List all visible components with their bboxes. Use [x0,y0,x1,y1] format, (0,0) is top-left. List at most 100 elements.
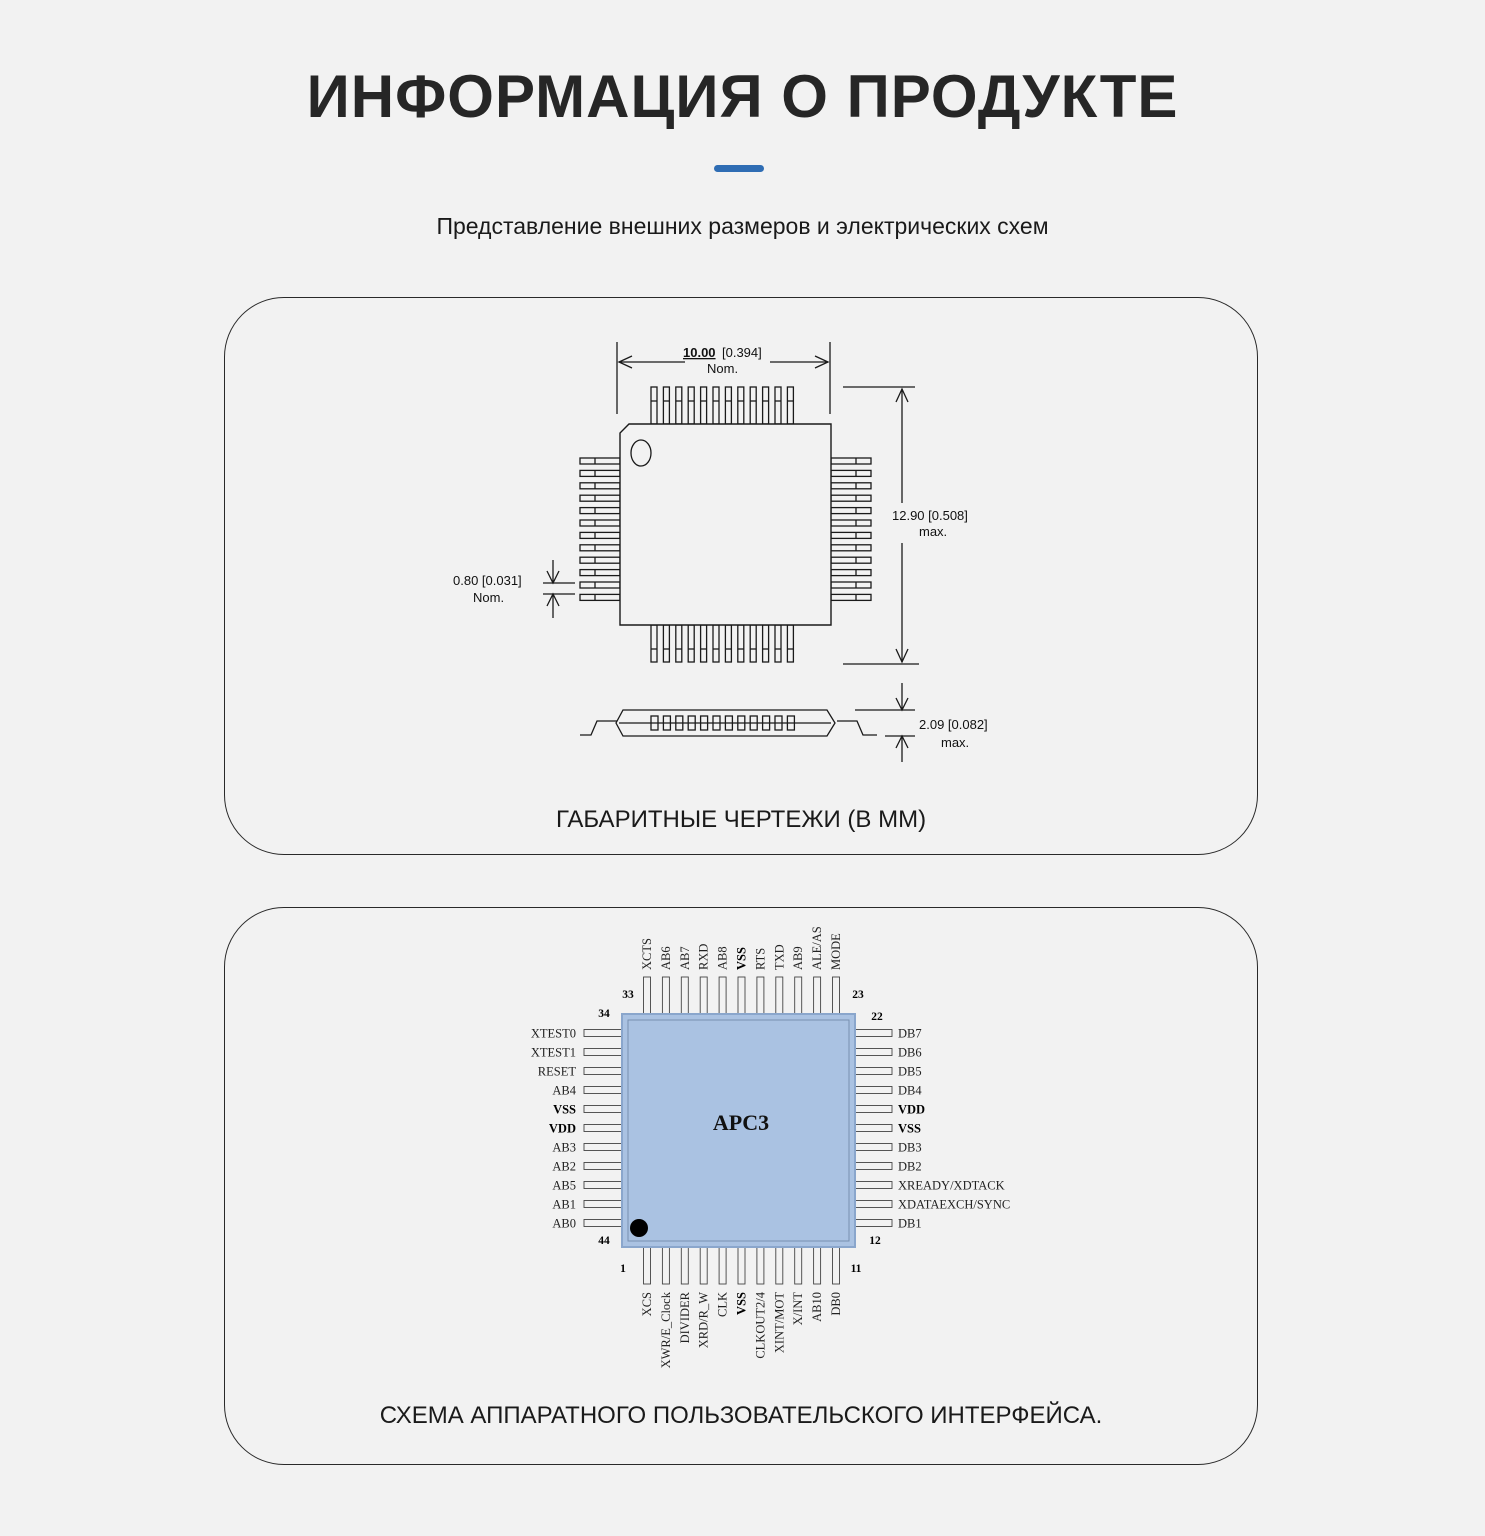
right-pin-label: VDD [898,1103,925,1117]
bottom-pin-label: XWR/E_Clock [659,1291,673,1368]
top-lead [662,386,671,425]
side-lead [761,715,771,731]
bottom-pin-lead [832,1246,840,1285]
bottom-lead [761,624,770,663]
left-lead [579,544,621,552]
height-value: 12.90 [0.508] [892,508,968,523]
top-pin-lead [699,976,708,1015]
right-lead [830,519,872,527]
bottom-lead [650,624,658,663]
top-lead [699,386,708,425]
height-note: max. [919,524,947,539]
right-pin-lead [854,1143,893,1151]
right-pin-label: DB5 [898,1065,922,1079]
pin-number-22: 22 [871,1011,883,1023]
top-pin-lead [737,976,746,1015]
left-lead [579,519,621,527]
side-lead [675,715,684,731]
bottom-lead [749,624,757,663]
left-pin-lead [583,1086,623,1094]
top-pin-lead [718,976,727,1015]
side-lead [749,715,758,731]
left-pin-lead [583,1048,623,1056]
bottom-pin-label: XINT/MOT [772,1292,786,1353]
top-pin-label: AB8 [716,946,730,970]
bottom-lead [712,624,720,663]
left-lead [579,482,621,490]
page-subtitle: Представление внешних размеров и электри… [436,213,1049,239]
bottom-lead [699,624,708,663]
title-accent-bar [714,165,764,172]
right-pin-lead [854,1086,893,1094]
right-lead [830,544,872,552]
right-pin-lead [854,1162,893,1170]
left-lead [579,494,621,502]
bottom-pin-label: DIVIDER [678,1291,692,1343]
left-lead [579,457,621,465]
top-lead [675,386,683,425]
width-inch: [0.394] [722,345,762,360]
right-pin-label: DB6 [898,1046,922,1060]
left-lead [579,568,621,577]
right-lead [830,469,872,478]
bottom-pin-label: VSS [735,1292,749,1315]
top-pin-label: MODE [829,933,843,970]
top-pin-lead [813,976,822,1015]
top-lead [737,386,745,425]
left-leads [579,457,621,602]
bottom-lead [774,624,782,663]
left-pin-label: AB5 [552,1179,576,1193]
bottom-pin-label: CLKOUT2/4 [753,1291,767,1358]
left-lead [579,469,621,478]
outline-drawing-card: 10.00 [0.394] Nom. 12.90 [0.508] max. 0.… [224,297,1258,855]
pin-number-1: 1 [620,1263,626,1275]
chip-label: APC3 [713,1110,769,1135]
pin-number-11: 11 [851,1263,862,1275]
top-pin-label: RXD [697,944,711,970]
top-pin-lead [832,976,840,1015]
bottom-pin-lead [775,1246,784,1285]
left-pin-lead [583,1067,623,1075]
top-pin-label: RTS [753,948,767,970]
width-note: Nom. [707,361,738,376]
right-pin-lead [854,1181,893,1189]
side-lead [662,715,672,731]
top-pin-lead [643,976,651,1015]
left-pin-label: AB4 [552,1084,576,1098]
pitch-value: 0.80 [0.031] [453,573,522,588]
thickness-note: max. [941,735,969,750]
top-lead [724,386,733,425]
top-pin-lead [661,976,670,1015]
bottom-pin-lead [643,1246,651,1285]
left-pin-label: XTEST0 [531,1027,576,1041]
bottom-lead [724,624,733,663]
top-pin-label: XCTS [640,938,654,970]
left-pin-label: AB3 [552,1141,576,1155]
bottom-pin-label: X/INT [791,1292,805,1326]
left-pin-label: AB1 [552,1198,576,1212]
package-body [619,423,832,626]
side-lead [786,715,796,731]
left-pin-lead [583,1219,623,1227]
left-lead [579,506,621,515]
bottom-leads [650,624,795,663]
bottom-pin-label: XCS [640,1292,654,1316]
right-lead [830,531,872,540]
side-lead [737,715,746,731]
top-pin-lead [680,976,689,1015]
left-pin-lead [583,1181,623,1189]
side-lead [650,715,659,731]
right-pin-label: XDATAEXCH/SYNC [898,1198,1010,1212]
bottom-lead [662,624,671,663]
right-lead [830,568,872,577]
left-pin-lead [583,1124,623,1132]
right-lead [830,581,872,589]
bottom-pin-lead [813,1246,822,1285]
pin-leads [583,976,893,1285]
right-pin-label: VSS [898,1122,921,1136]
top-pin-lead [794,976,803,1015]
right-lead [830,457,872,465]
left-pin-label: VSS [553,1103,576,1117]
